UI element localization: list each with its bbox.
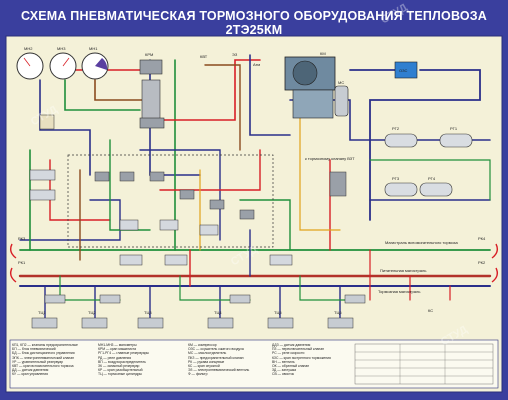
label-tc5: ТЦ5: [274, 310, 282, 315]
label-feed-line: Питательная магистраль: [380, 268, 426, 273]
compressor: [284, 56, 349, 119]
label-km: КМ: [320, 51, 326, 56]
legend-table: [354, 343, 494, 385]
label-ez: ЭЗ: [232, 52, 238, 57]
legend-column-1: КП1, КП2 — клапаны предохранительные БП …: [12, 343, 78, 377]
label-mn2: МН2: [24, 46, 33, 51]
label-to-brake-valve: к тормозному клапану ВЗТ: [305, 156, 355, 161]
label-rk4: РК4: [478, 236, 486, 241]
legend: КП1, КП2 — клапаны предохранительные БП …: [10, 343, 496, 388]
label-atm: Атм: [253, 62, 260, 67]
label-cooler: ОЗС: [399, 68, 407, 73]
label-ks: КС: [428, 308, 433, 313]
label-rg4: РГ4: [428, 176, 436, 181]
legend-column-4: ДДЗ — датчик давления ПЗ — переключатель…: [272, 343, 331, 377]
label-rk2: РК2: [478, 260, 486, 265]
control-block: [67, 154, 274, 248]
legend-column-2: МН1-МН3 — манометры КРМ — кран машиниста…: [98, 343, 149, 377]
label-mn1: МН1: [89, 46, 98, 51]
label-tc3: ТЦ3: [144, 310, 152, 315]
legend-box: [9, 339, 499, 389]
diagram-title: СХЕМА ПНЕВМАТИЧЕСКАЯ ТОРМОЗНОГО ОБОРУДОВ…: [20, 9, 488, 37]
label-rg2: РГ2: [392, 126, 400, 131]
label-tc1: ТЦ1: [38, 310, 46, 315]
valve-blocks: [29, 114, 347, 266]
label-kran: КРМ: [145, 52, 153, 57]
label-rk3: РК3: [18, 236, 26, 241]
label-rg1: РГ1: [450, 126, 458, 131]
air-dryer: [394, 61, 418, 79]
brake-cylinders: [31, 294, 366, 329]
legend-column-3: КМ — компрессор ОЗС — осушитель сжатого …: [188, 343, 250, 377]
label-rg3: РГ3: [392, 176, 400, 181]
label-mn3: МН3: [57, 46, 66, 51]
driver-crane: [139, 59, 165, 129]
label-ms: МС: [338, 80, 344, 85]
label-kvt: КВТ: [200, 54, 208, 59]
label-brake-line: Тормозная магистраль: [378, 289, 420, 294]
end-hoses: [9, 243, 499, 283]
main-reservoirs: [384, 133, 473, 197]
label-tc4: ТЦ4: [214, 310, 222, 315]
gauges: [16, 52, 109, 80]
label-aux-line: Магистраль вспомогательного тормоза: [385, 240, 458, 245]
label-tc6: ТЦ6: [334, 310, 342, 315]
label-rk1: РК1: [18, 260, 26, 265]
label-tc2: ТЦ2: [88, 310, 96, 315]
